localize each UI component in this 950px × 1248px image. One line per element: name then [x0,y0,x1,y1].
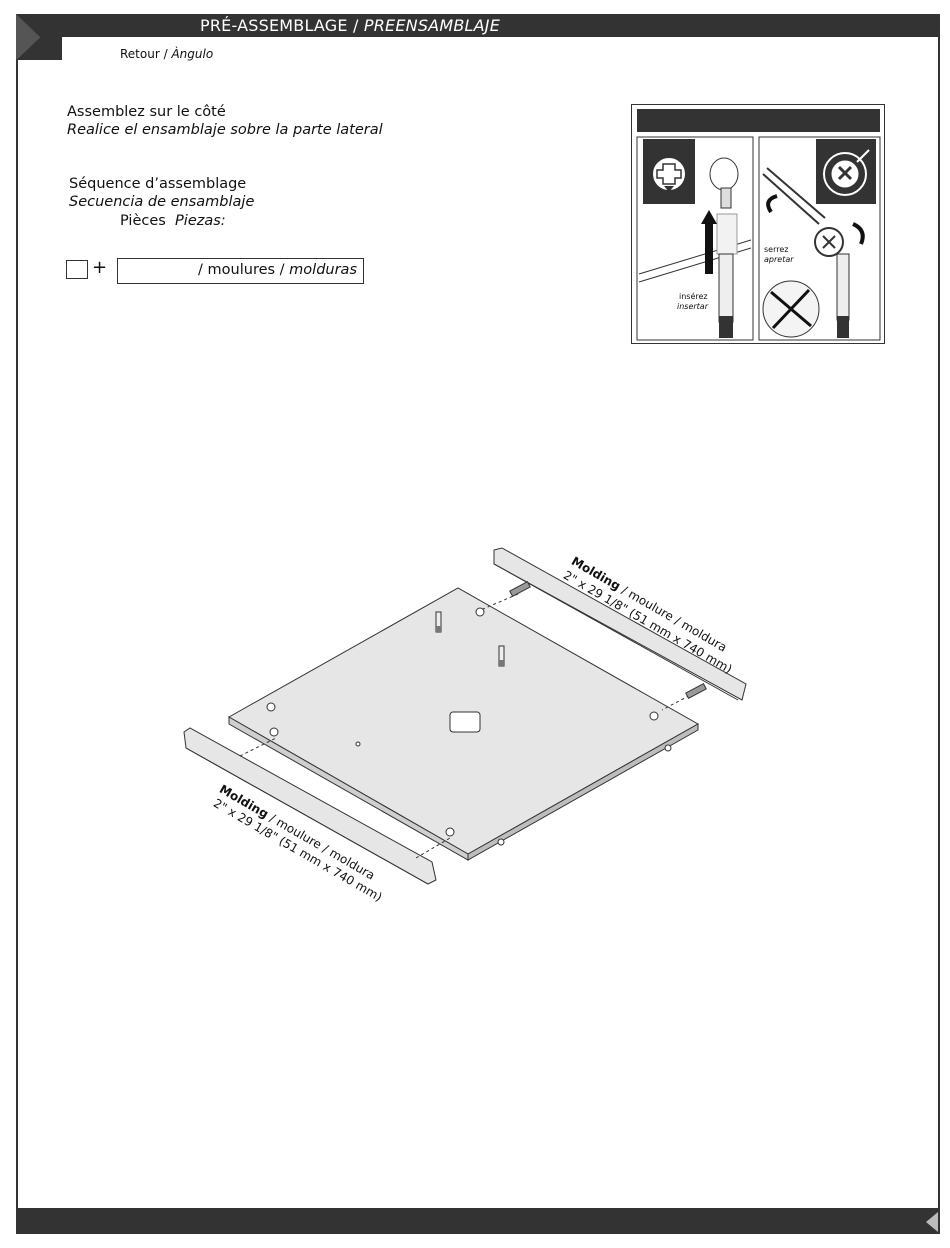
subtitle-es: Àngulo [171,47,214,61]
title-fr: PRÉ-ASSEMBLAGE / [200,16,359,35]
sequence-label-fr: Séquence d’assemblage [69,176,247,192]
panel-and-moldings-illustration [183,547,747,885]
page-title: PRÉ-ASSEMBLAGE / PREENSAMBLAJE [200,16,500,35]
assemble-instruction-es: Realice el ensamblaje sobre la parte lat… [67,122,383,138]
page-turn-arrow-icon [926,1212,938,1232]
parts-box-prefix: / moulures / [198,262,285,278]
insert-label-fr: insérez [679,292,708,301]
parts-box-es: molduras [289,262,357,278]
subtitle-fr: Retour / [120,47,168,61]
tighten-label-es: apretar [764,255,794,264]
section-subtitle: Retour / Àngulo [120,47,213,61]
tighten-label-fr: serrez [764,245,789,254]
sequence-label-es: Secuencia de ensamblaje [69,194,255,210]
footer-bar [16,1208,940,1234]
parts-label: Pièces Piezas: [120,212,226,230]
insert-label-es: insertar [677,302,708,311]
title-es: PREENSAMBLAJE [363,16,500,35]
header-bar [16,14,940,37]
assembly-drawing: Molding / moulure / moldura 2" x 29 1/8"… [170,540,750,904]
parts-box: / moulures / molduras [117,258,364,284]
parts-label-es: Piezas: [175,213,226,229]
corner-arrow-icon [16,14,62,60]
parts-label-fr: Pièces [120,213,166,229]
part-number-box [66,260,88,279]
plus-sign: + [92,257,108,278]
cam-lock-inset: insérez insertar serrez apretar [631,104,886,350]
cam-lock-illustration [631,104,885,344]
assemble-instruction-fr: Assemblez sur le côté [67,104,226,120]
